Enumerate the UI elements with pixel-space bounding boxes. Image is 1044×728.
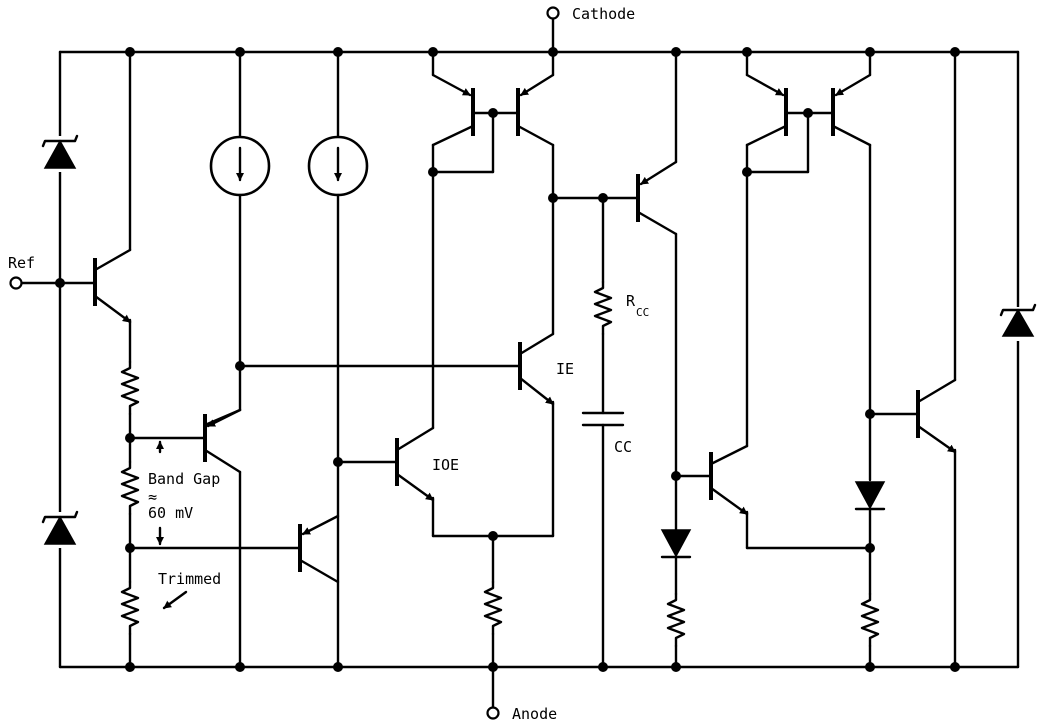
pnp-transistor-icon	[636, 160, 678, 236]
trimmed-label: Trimmed	[158, 570, 221, 588]
capacitor-icon	[581, 411, 625, 427]
terminal-icon	[486, 706, 500, 720]
pnp-transistor-icon	[203, 408, 242, 474]
zener-diode-icon	[41, 510, 79, 548]
band-gap-label: Band Gap	[148, 470, 220, 488]
ref-label: Ref	[8, 254, 35, 272]
rcc-label: R	[626, 292, 636, 310]
cc-label: CC	[614, 438, 632, 456]
ioe-label: IOE	[432, 456, 459, 474]
npn-transistor-icon	[298, 514, 340, 584]
zener-diode-icon	[998, 303, 1037, 341]
resistor-icon	[593, 280, 613, 336]
resistor-icon	[120, 360, 140, 416]
npn-transistor-icon	[395, 426, 435, 502]
pnp-transistor-icon	[745, 88, 788, 147]
diode-icon	[660, 529, 692, 559]
band-gap-value: 60 mV	[148, 504, 193, 522]
resistor-icon	[483, 580, 503, 636]
current-source-icon	[209, 135, 271, 197]
npn-transistor-icon	[93, 248, 132, 324]
top-rail	[58, 16, 1020, 54]
cathode-terminal: Cathode	[546, 5, 635, 23]
zener-diode-icon	[41, 134, 79, 172]
approx-symbol: ≈	[148, 488, 157, 506]
pnp-transistor-icon	[431, 88, 475, 147]
npn-transistor-icon	[916, 378, 957, 454]
terminal-icon	[546, 6, 560, 20]
resistor-icon	[860, 592, 880, 648]
npn-transistor-icon	[709, 444, 749, 516]
diode-icon	[854, 481, 886, 511]
pnp-transistor-icon	[516, 88, 555, 147]
bottom-rail	[58, 665, 1020, 709]
npn-transistor-icon	[518, 332, 555, 406]
anode-label: Anode	[512, 705, 557, 723]
ref-terminal: Ref	[8, 254, 97, 290]
resistor-icon	[120, 460, 140, 516]
anode-terminal: Anode	[486, 705, 557, 723]
rcc-subscript: CC	[636, 306, 649, 319]
terminal-icon	[9, 276, 23, 290]
pnp-transistor-icon	[831, 88, 872, 147]
cathode-label: Cathode	[572, 5, 635, 23]
resistor-icon	[666, 592, 686, 648]
junction-dots	[55, 47, 960, 672]
current-source-icon	[307, 135, 369, 197]
resistor-icon	[120, 580, 140, 636]
ie-label: IE	[556, 360, 574, 378]
